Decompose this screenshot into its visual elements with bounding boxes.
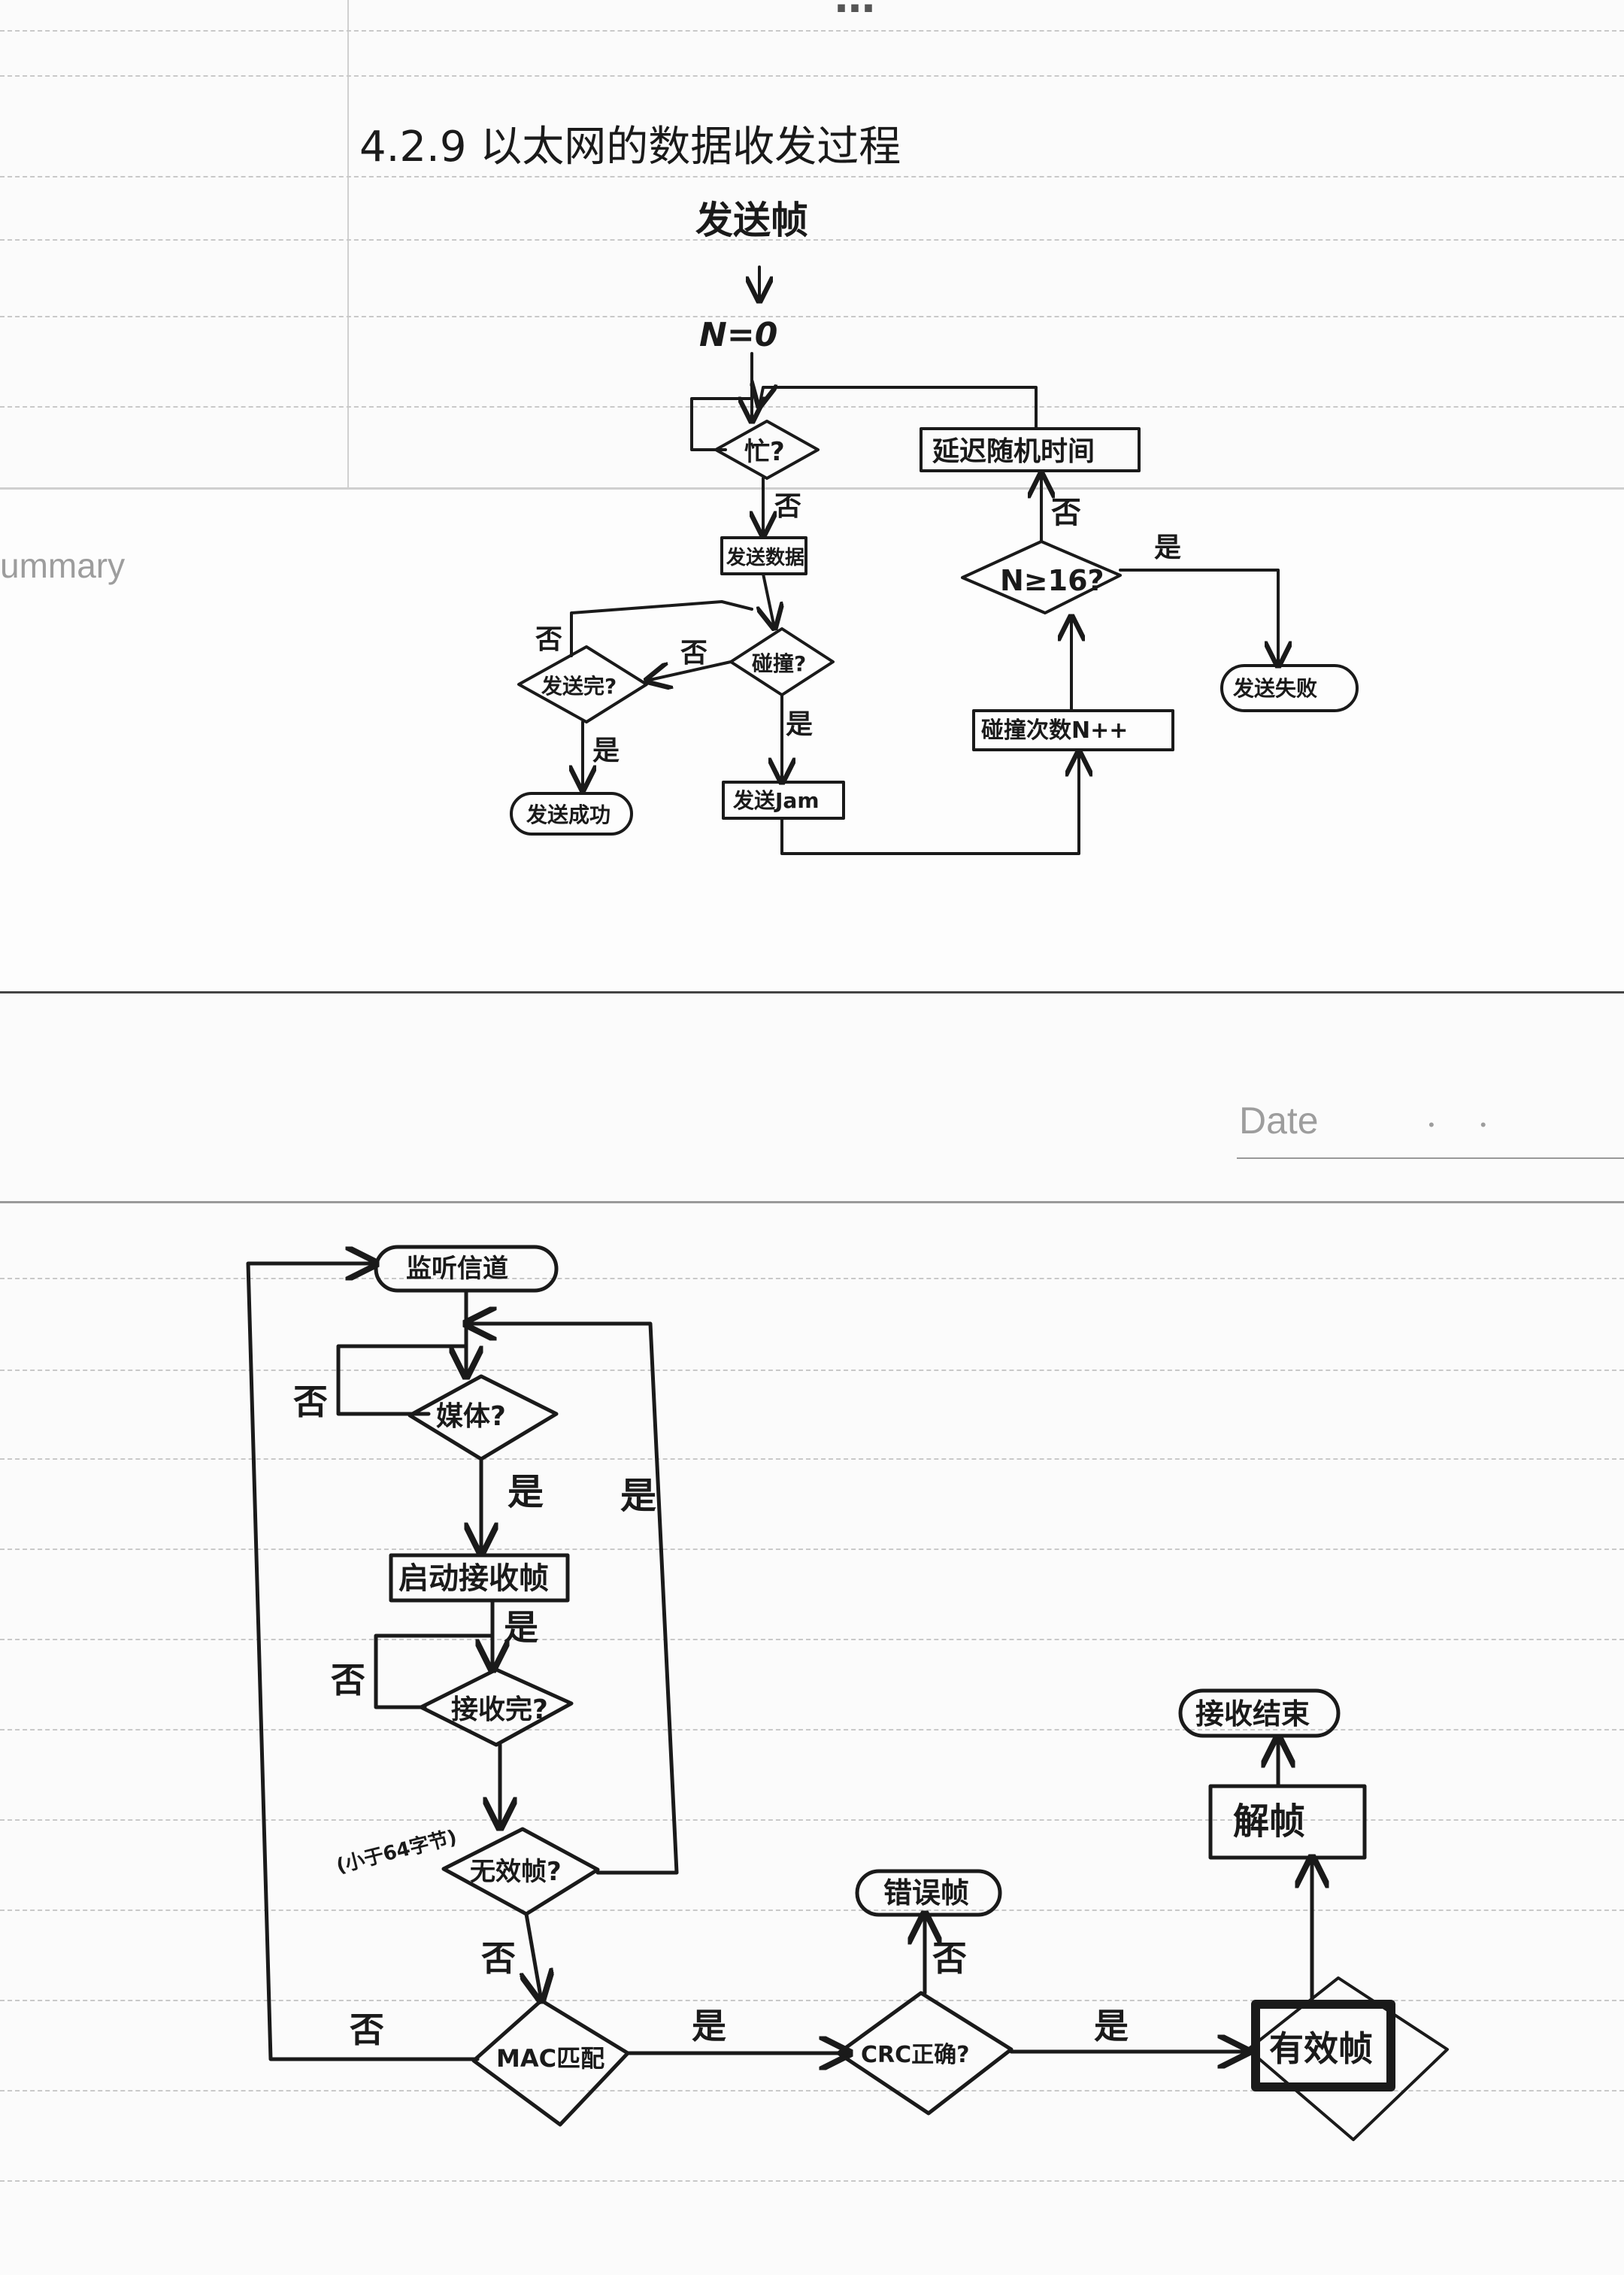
error-frame-terminator — [855, 1869, 1002, 1917]
valid-frame-diamond — [1247, 1976, 1449, 2141]
valid-frame-box — [1251, 2000, 1395, 2091]
receive-yes-label: 是 — [504, 1607, 538, 1648]
busy-label: 忙? — [744, 437, 785, 467]
mac-diamond — [471, 1998, 630, 2127]
crc-yes-label: 是 — [1094, 2006, 1129, 2046]
short-frame-note: (小于64字节) — [334, 1825, 459, 1878]
start-receive-label: 启动接收帧 — [398, 1561, 549, 1596]
receive-end-label: 接收结束 — [1195, 1697, 1310, 1731]
delay-box — [920, 427, 1141, 472]
invalid-frame-label: 无效帧? — [470, 1857, 562, 1887]
busy-diamond — [714, 420, 820, 480]
bottom-notebook-page: Date • • — [0, 991, 1624, 2275]
medium-label: 媒体? — [436, 1401, 506, 1432]
date-dots: • • — [1429, 1115, 1486, 1134]
page-margin-line — [347, 0, 349, 489]
receive-done-no-label: 否 — [331, 1660, 365, 1700]
crc-no-label: 否 — [932, 1938, 967, 1979]
n-check-no-label: 否 — [1051, 496, 1081, 530]
send-fail-terminator — [1220, 664, 1359, 712]
init-label: N=0 — [699, 316, 777, 354]
send-done-yes-label: 是 — [592, 736, 620, 766]
mac-no-label: 否 — [350, 2010, 384, 2050]
send-flowchart: 发送帧 N=0 忙? 发送数据 碰撞? 发送完? 发送成功 发送Jam 碰撞次数… — [510, 199, 1359, 855]
collision-count-box — [972, 709, 1174, 751]
crc-diamond — [836, 1991, 1013, 2116]
mac-label: MAC匹配 — [496, 2044, 604, 2073]
receive-flowchart: 监听信道 媒体? 启动接收帧 接收完? (小于64字节) 无效帧? MAC匹配 … — [246, 1245, 1449, 2141]
start-receive-box — [389, 1553, 570, 1603]
heading-partial: … — [835, 0, 875, 22]
receive-done-label: 接收完? — [451, 1694, 548, 1725]
send-start-label: 发送帧 — [695, 199, 808, 242]
collision-no-label: 否 — [680, 638, 707, 669]
send-success-terminator — [510, 792, 633, 836]
send-done-label: 发送完? — [541, 674, 617, 699]
listen-label: 监听信道 — [406, 1254, 508, 1284]
summary-page: ummary — [0, 487, 1624, 993]
invalid-no-label: 否 — [481, 1938, 516, 1979]
collision-count-label: 碰撞次数N++ — [981, 717, 1128, 744]
summary-label: ummary — [0, 546, 126, 585]
n-check-yes-label: 是 — [1154, 532, 1181, 563]
crc-label: CRC正确? — [861, 2042, 970, 2068]
receive-done-diamond — [419, 1667, 574, 1747]
busy-no-label: 否 — [774, 491, 801, 522]
medium-no-label: 否 — [293, 1382, 328, 1422]
delay-label: 延迟随机时间 — [932, 436, 1095, 467]
decode-frame-label: 解帧 — [1233, 1800, 1305, 1843]
receive-end-terminator — [1178, 1688, 1341, 1738]
collision-yes-label: 是 — [786, 709, 813, 740]
header-line — [0, 1201, 1624, 1203]
date-underline — [1237, 1157, 1624, 1159]
send-done-diamond — [517, 645, 648, 723]
mac-yes-label: 是 — [692, 2006, 726, 2046]
send-done-no-label: 否 — [535, 624, 562, 655]
n-check-diamond — [961, 540, 1122, 614]
send-data-label: 发送数据 — [726, 546, 804, 569]
top-notebook-page: … 4.2.9 以太网的数据收发过程 — [0, 0, 1624, 489]
invalid-yes-label: 是 — [620, 1475, 656, 1517]
send-fail-label: 发送失败 — [1232, 676, 1317, 701]
decode-frame-box — [1208, 1784, 1367, 1860]
valid-frame-label: 有效帧 — [1269, 2028, 1373, 2069]
section-title: 4.2.9 以太网的数据收发过程 — [359, 123, 901, 171]
medium-yes-label: 是 — [508, 1471, 544, 1513]
send-jam-label: 发送Jam — [732, 788, 820, 813]
date-label: Date — [1239, 1100, 1319, 1142]
error-frame-label: 错误帧 — [883, 1876, 969, 1909]
send-success-label: 发送成功 — [526, 802, 611, 827]
collision-label: 碰撞? — [752, 651, 806, 676]
n-check-label: N≥16? — [1000, 564, 1104, 597]
